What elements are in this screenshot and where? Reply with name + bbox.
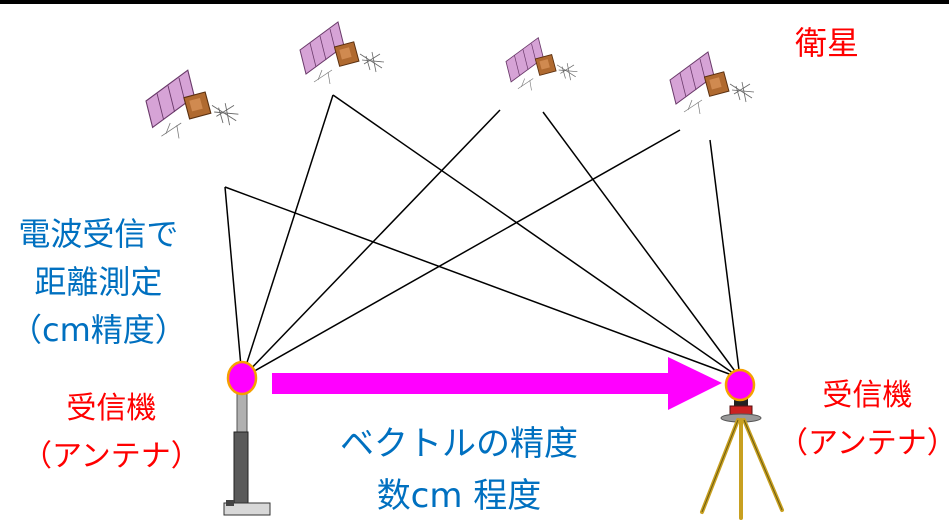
tripod-icon xyxy=(700,398,784,520)
receiver-right-label: 受信機 （アンテナ） xyxy=(778,372,949,468)
measurement-line: 電波受信で xyxy=(18,215,179,253)
vector-line: ベクトルの精度 xyxy=(340,424,578,464)
receiver-name: 受信機 xyxy=(822,378,913,413)
satellite-icon xyxy=(145,69,239,139)
measurement-label: 電波受信で 距離測定 （cm精度） xyxy=(10,210,187,354)
pole-mount-icon xyxy=(223,391,271,516)
top-rule xyxy=(0,0,949,4)
receiver-sub: （アンテナ） xyxy=(778,426,949,461)
antenna-left xyxy=(226,360,258,396)
receiver-left-label: 受信機 （アンテナ） xyxy=(22,385,201,481)
satellite-label: 衛星 xyxy=(795,24,860,62)
satellite-icon xyxy=(669,51,755,115)
vector-accuracy-label: ベクトルの精度 数cm 程度 xyxy=(340,418,578,522)
measurement-line: 距離測定 xyxy=(34,263,163,301)
satellite-icon xyxy=(505,37,578,91)
antenna-right xyxy=(724,368,756,402)
vector-line: 数cm 程度 xyxy=(376,476,542,516)
signal-lines xyxy=(224,94,741,379)
satellite-icon xyxy=(299,21,385,85)
receiver-sub: （アンテナ） xyxy=(22,439,201,474)
vector-arrow xyxy=(272,357,722,410)
measurement-line: （cm精度） xyxy=(10,311,187,349)
receiver-name: 受信機 xyxy=(66,391,157,426)
